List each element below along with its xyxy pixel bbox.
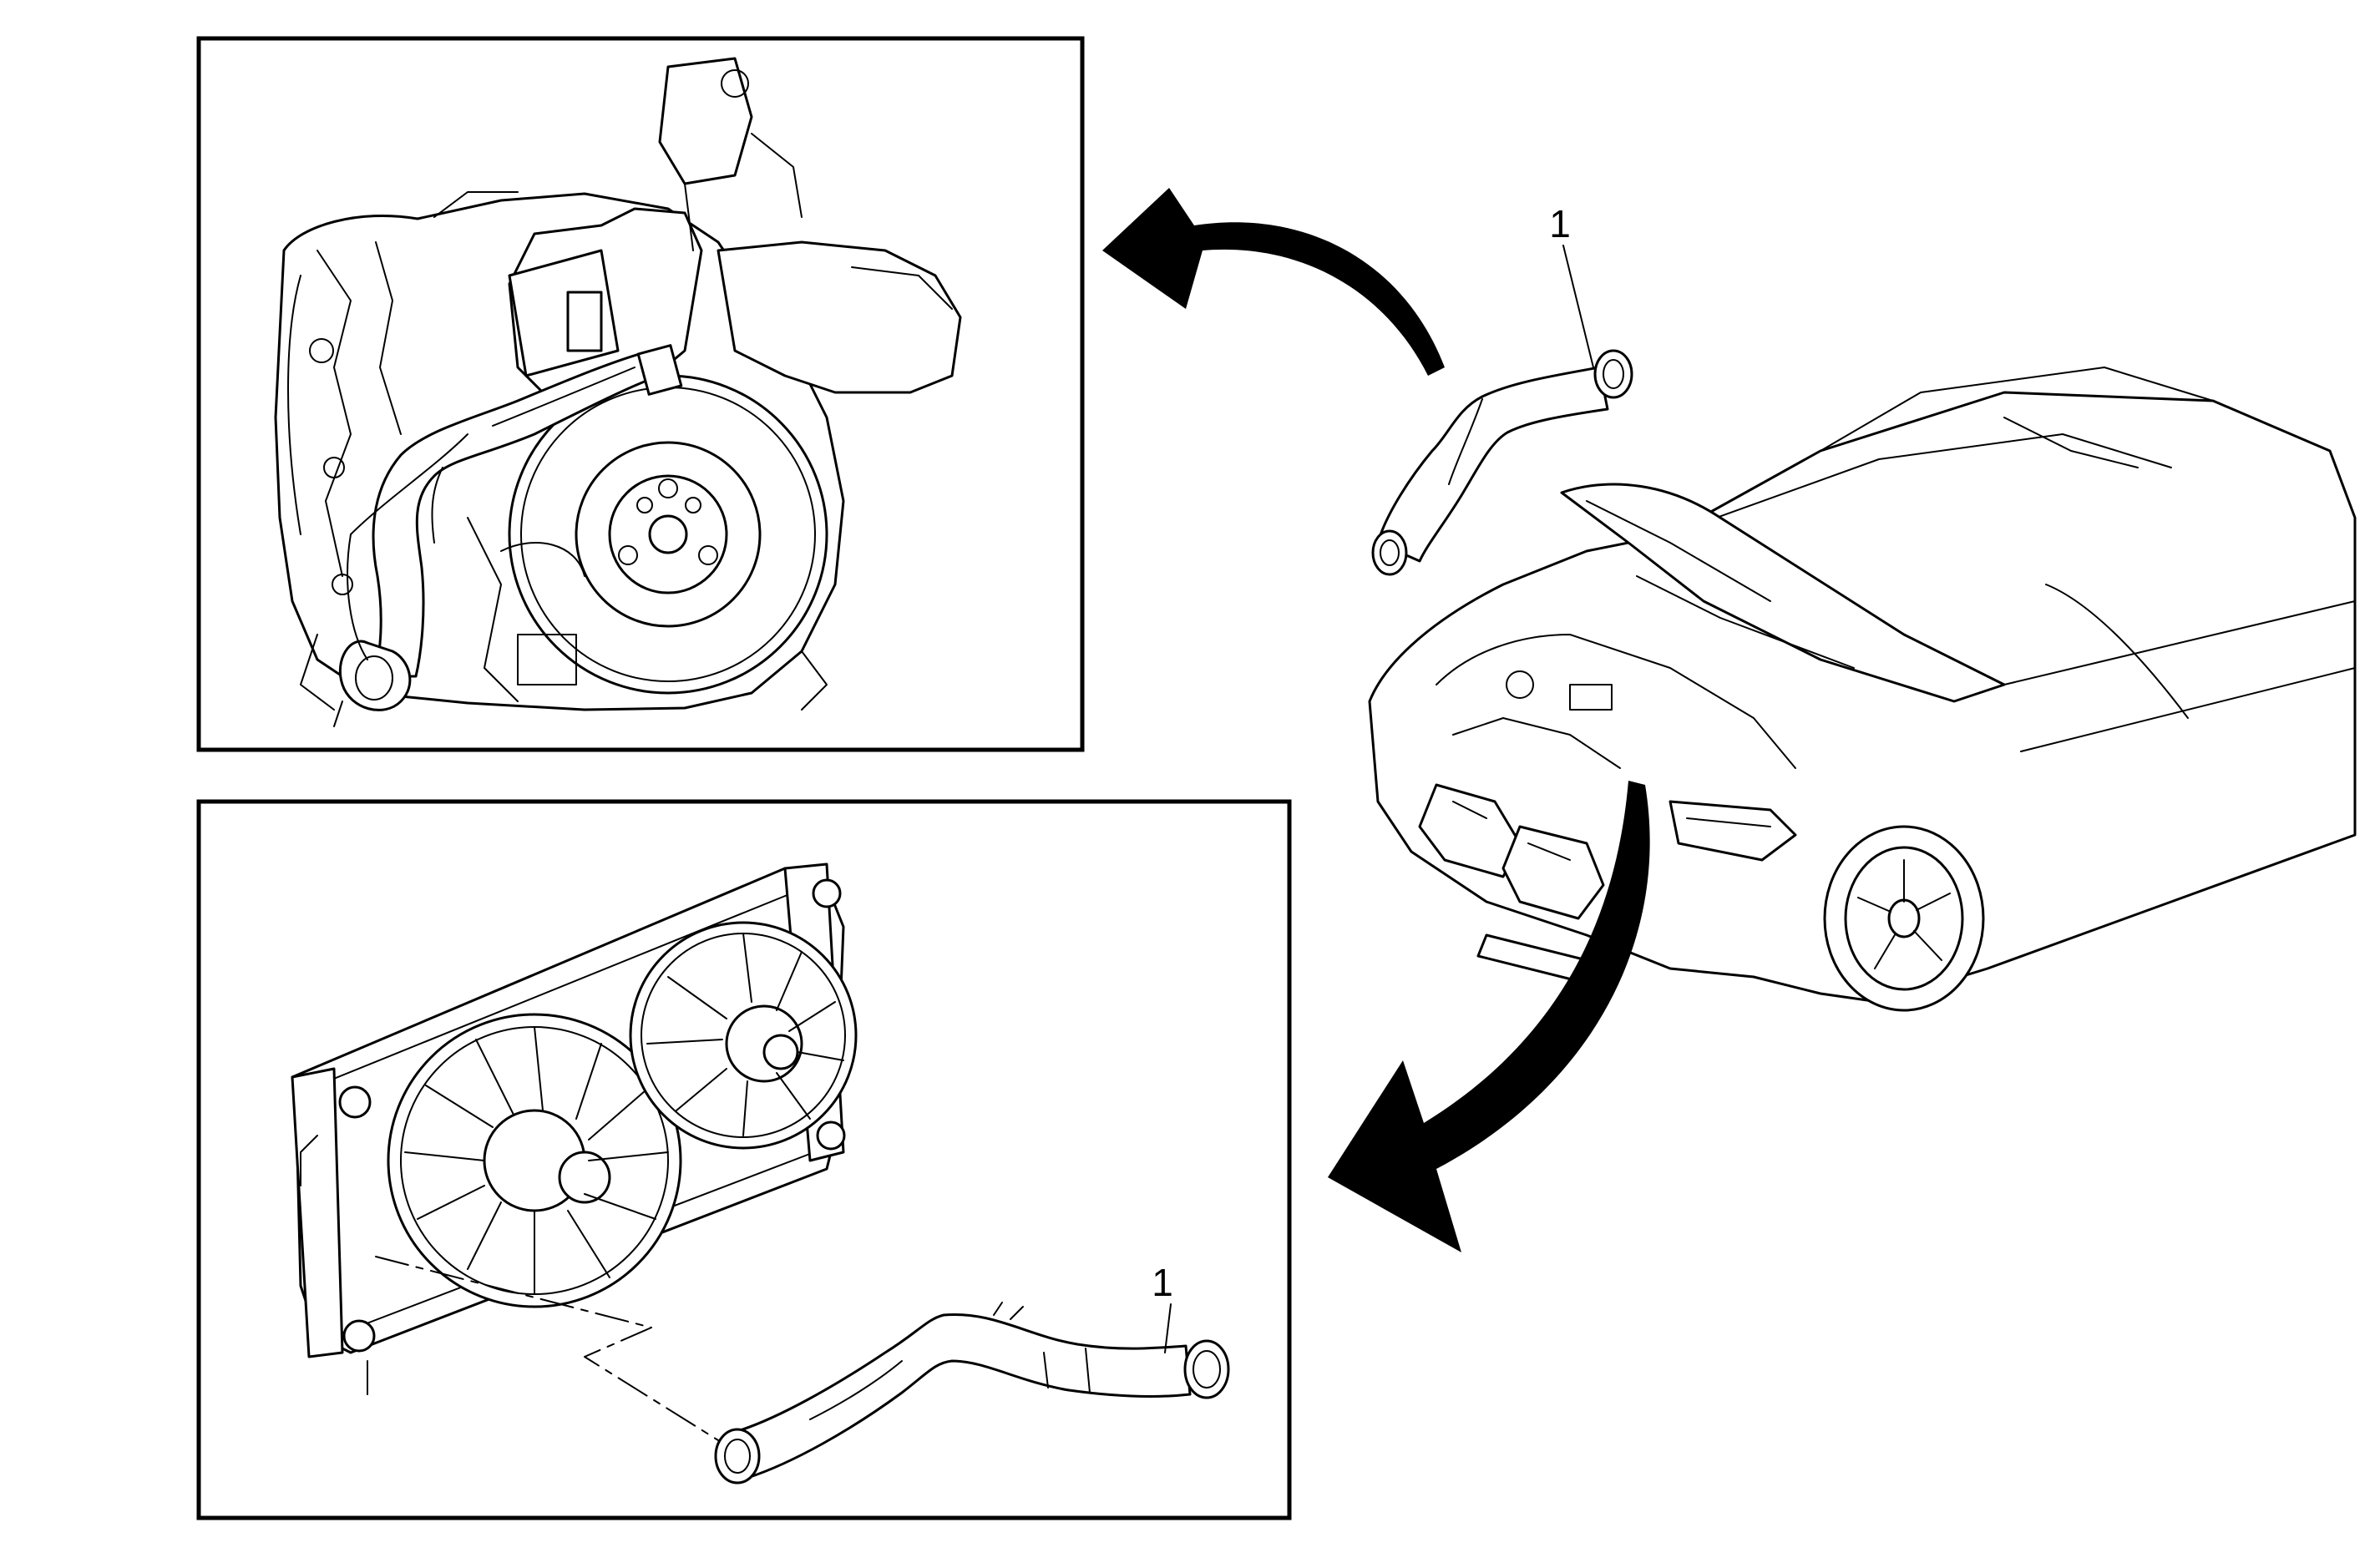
callout-label-vehicle-hose: 1 <box>1549 202 1571 245</box>
vehicle-hood-open <box>1560 483 2006 703</box>
vehicle-overview: 1 <box>1368 202 2357 1012</box>
callout-radiator-hose: 1 <box>1152 1261 1173 1353</box>
vehicle-front-wheel <box>1823 825 1985 1012</box>
radiator-detail-panel: 1 <box>196 799 1292 1520</box>
radiator-coolant-hose <box>714 1302 1230 1485</box>
vehicle-body <box>1368 367 2357 1004</box>
callout-label-radiator-hose: 1 <box>1152 1261 1173 1304</box>
right-cooling-fan <box>629 921 858 1150</box>
hose-connection-leader <box>375 1256 719 1441</box>
engine-coolant-hose <box>338 344 683 711</box>
vehicle-removed-hose <box>1371 349 1633 576</box>
flywheel <box>508 374 828 695</box>
arrow-to-radiator-view <box>1328 781 1650 1252</box>
left-cooling-fan <box>387 1013 682 1308</box>
engine-detail-panel <box>196 36 1085 752</box>
arrow-to-engine-view <box>1102 188 1445 376</box>
callout-vehicle-hose: 1 <box>1549 202 1594 368</box>
vehicle-engine-bay <box>1436 634 1796 769</box>
vehicle-grille <box>1418 783 1605 983</box>
vehicle-headlight <box>1669 800 1797 862</box>
lower-engine-details <box>300 517 828 727</box>
